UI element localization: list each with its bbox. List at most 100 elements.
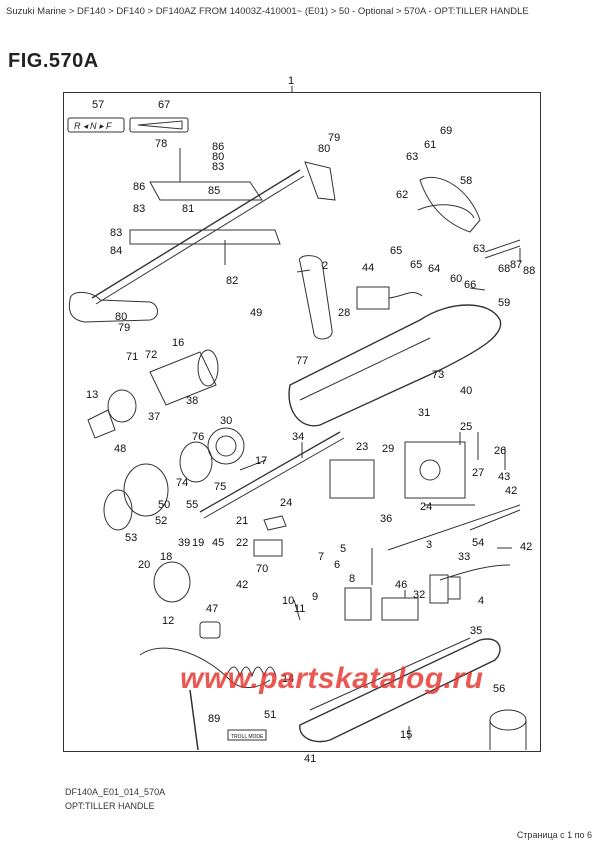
callout-80b[interactable]: 80 — [318, 143, 330, 155]
callout-22[interactable]: 22 — [236, 537, 248, 549]
callout-78[interactable]: 78 — [155, 138, 167, 150]
callout-19[interactable]: 19 — [192, 537, 204, 549]
callout-50[interactable]: 50 — [158, 499, 170, 511]
callout-26[interactable]: 26 — [494, 445, 506, 457]
callout-47[interactable]: 47 — [206, 603, 218, 615]
callout-44[interactable]: 44 — [362, 262, 374, 274]
callout-3[interactable]: 3 — [426, 539, 432, 551]
callout-21[interactable]: 21 — [236, 515, 248, 527]
callout-64[interactable]: 64 — [428, 263, 440, 275]
callout-15[interactable]: 15 — [400, 729, 412, 741]
callout-87[interactable]: 87 — [510, 259, 522, 271]
callout-39[interactable]: 39 — [178, 537, 190, 549]
callout-25[interactable]: 25 — [460, 421, 472, 433]
callout-63b[interactable]: 63 — [473, 243, 485, 255]
callout-79a[interactable]: 79 — [328, 132, 340, 144]
callout-10[interactable]: 10 — [282, 595, 294, 607]
callout-80a[interactable]: 80 — [212, 151, 224, 163]
callout-45[interactable]: 45 — [212, 537, 224, 549]
callout-28[interactable]: 28 — [338, 307, 350, 319]
callout-12[interactable]: 12 — [162, 615, 174, 627]
callout-6[interactable]: 6 — [334, 559, 340, 571]
callout-83c[interactable]: 83 — [110, 227, 122, 239]
callout-40[interactable]: 40 — [460, 385, 472, 397]
callout-7[interactable]: 7 — [318, 551, 324, 563]
callout-73[interactable]: 73 — [432, 369, 444, 381]
callout-49[interactable]: 49 — [250, 307, 262, 319]
callout-65b[interactable]: 65 — [410, 259, 422, 271]
callout-46[interactable]: 46 — [395, 579, 407, 591]
callout-56[interactable]: 56 — [493, 683, 505, 695]
callout-79b[interactable]: 79 — [118, 322, 130, 334]
callout-76[interactable]: 76 — [192, 431, 204, 443]
callout-65a[interactable]: 65 — [390, 245, 402, 257]
callout-86a[interactable]: 86 — [212, 141, 224, 153]
callout-38[interactable]: 38 — [186, 395, 198, 407]
callout-30[interactable]: 30 — [220, 415, 232, 427]
callout-68[interactable]: 68 — [498, 263, 510, 275]
callout-14[interactable]: 14 — [282, 673, 294, 685]
callout-57[interactable]: 57 — [92, 99, 104, 111]
callout-42b[interactable]: 42 — [520, 541, 532, 553]
callout-20[interactable]: 20 — [138, 559, 150, 571]
callout-48[interactable]: 48 — [114, 443, 126, 455]
callout-83b[interactable]: 83 — [133, 203, 145, 215]
callout-16[interactable]: 16 — [172, 337, 184, 349]
callout-2[interactable]: 2 — [322, 260, 328, 272]
callout-86b[interactable]: 86 — [133, 181, 145, 193]
callout-33[interactable]: 33 — [458, 551, 470, 563]
callout-4[interactable]: 4 — [478, 595, 484, 607]
callout-71[interactable]: 71 — [126, 351, 138, 363]
callout-80c[interactable]: 80 — [115, 311, 127, 323]
callout-69[interactable]: 69 — [440, 125, 452, 137]
callout-34[interactable]: 34 — [292, 431, 304, 443]
callout-41[interactable]: 41 — [304, 753, 316, 765]
callout-60[interactable]: 60 — [450, 273, 462, 285]
callout-54[interactable]: 54 — [472, 537, 484, 549]
callout-77[interactable]: 77 — [296, 355, 308, 367]
callout-51[interactable]: 51 — [264, 709, 276, 721]
callout-1[interactable]: 1 — [288, 75, 294, 87]
callout-29[interactable]: 29 — [382, 443, 394, 455]
callout-24b[interactable]: 24 — [420, 501, 432, 513]
callout-75[interactable]: 75 — [214, 481, 226, 493]
callout-53[interactable]: 53 — [125, 532, 137, 544]
callout-74[interactable]: 74 — [176, 477, 188, 489]
callout-36[interactable]: 36 — [380, 513, 392, 525]
breadcrumb[interactable]: Suzuki Marine > DF140 > DF140 > DF140AZ … — [6, 6, 529, 17]
callout-58[interactable]: 58 — [460, 175, 472, 187]
callout-5[interactable]: 5 — [340, 543, 346, 555]
callout-35[interactable]: 35 — [470, 625, 482, 637]
callout-42a[interactable]: 42 — [505, 485, 517, 497]
callout-55[interactable]: 55 — [186, 499, 198, 511]
callout-85[interactable]: 85 — [208, 185, 220, 197]
callout-89[interactable]: 89 — [208, 713, 220, 725]
callout-83a[interactable]: 83 — [212, 161, 224, 173]
callout-72[interactable]: 72 — [145, 349, 157, 361]
callout-82[interactable]: 82 — [226, 275, 238, 287]
callout-37[interactable]: 37 — [148, 411, 160, 423]
callout-32[interactable]: 32 — [413, 589, 425, 601]
callout-27[interactable]: 27 — [472, 467, 484, 479]
callout-67[interactable]: 67 — [158, 99, 170, 111]
callout-84[interactable]: 84 — [110, 245, 122, 257]
callout-70[interactable]: 70 — [256, 563, 268, 575]
callout-9[interactable]: 9 — [312, 591, 318, 603]
callout-66[interactable]: 66 — [464, 279, 476, 291]
callout-31[interactable]: 31 — [418, 407, 430, 419]
callout-88[interactable]: 88 — [523, 265, 535, 277]
callout-52[interactable]: 52 — [155, 515, 167, 527]
callout-62[interactable]: 62 — [396, 189, 408, 201]
callout-63a[interactable]: 63 — [406, 151, 418, 163]
callout-59[interactable]: 59 — [498, 297, 510, 309]
callout-17[interactable]: 17 — [255, 455, 267, 467]
callout-81[interactable]: 81 — [182, 203, 194, 215]
callout-42c[interactable]: 42 — [236, 579, 248, 591]
callout-61[interactable]: 61 — [424, 139, 436, 151]
callout-13[interactable]: 13 — [86, 389, 98, 401]
callout-24a[interactable]: 24 — [280, 497, 292, 509]
callout-11[interactable]: 11 — [294, 603, 305, 615]
callout-8[interactable]: 8 — [349, 573, 355, 585]
callout-43[interactable]: 43 — [498, 471, 510, 483]
callout-23[interactable]: 23 — [356, 441, 368, 453]
